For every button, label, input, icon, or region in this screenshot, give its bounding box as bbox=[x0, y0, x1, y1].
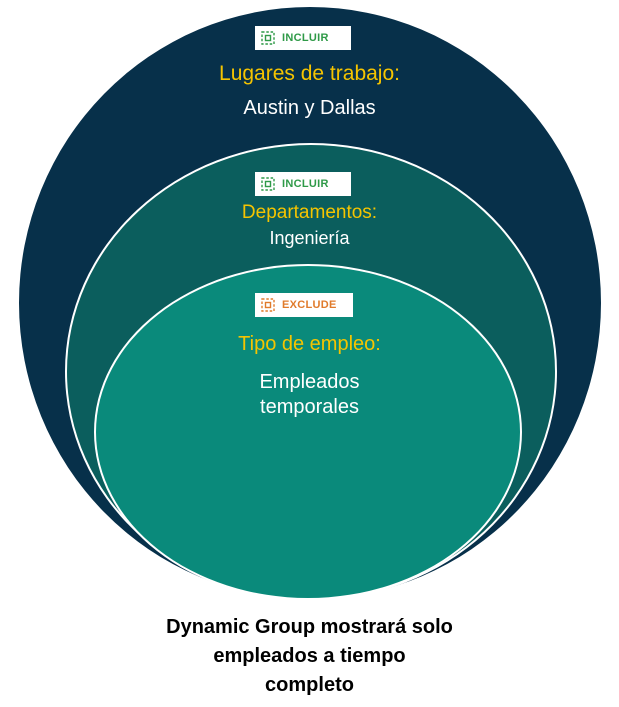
badge-label: INCLUIR bbox=[282, 178, 329, 190]
employment-type-value: Empleados temporales bbox=[0, 370, 619, 420]
departments-value: Ingeniería bbox=[269, 228, 350, 248]
departments-heading: Departamentos: bbox=[241, 202, 378, 223]
exclude-badge-employment-type: EXCLUDE bbox=[255, 293, 353, 317]
work-locations-heading: Lugares de trabajo: bbox=[219, 62, 400, 85]
employment-type-value-line: Empleados bbox=[259, 371, 360, 393]
include-filter-icon bbox=[261, 31, 275, 45]
employment-type-heading: Tipo de empleo: bbox=[238, 333, 381, 355]
include-badge-departments: INCLUIR bbox=[255, 172, 351, 196]
result-caption-line: empleados a tiempo bbox=[213, 645, 406, 667]
work-locations-value: Austin y Dallas bbox=[243, 97, 376, 119]
badge-label: INCLUIR bbox=[282, 32, 329, 44]
include-filter-icon bbox=[261, 177, 275, 191]
employment-type-value-line: temporales bbox=[260, 396, 359, 418]
include-badge-locations: INCLUIR bbox=[255, 26, 351, 50]
inner-circle-employment-type bbox=[94, 264, 522, 600]
result-caption-line: completo bbox=[265, 674, 354, 696]
exclude-filter-icon bbox=[261, 298, 275, 312]
result-caption: Dynamic Group mostrará solo empleados a … bbox=[0, 613, 619, 700]
badge-label: EXCLUDE bbox=[282, 299, 337, 311]
result-caption-line: Dynamic Group mostrará solo bbox=[166, 616, 453, 638]
